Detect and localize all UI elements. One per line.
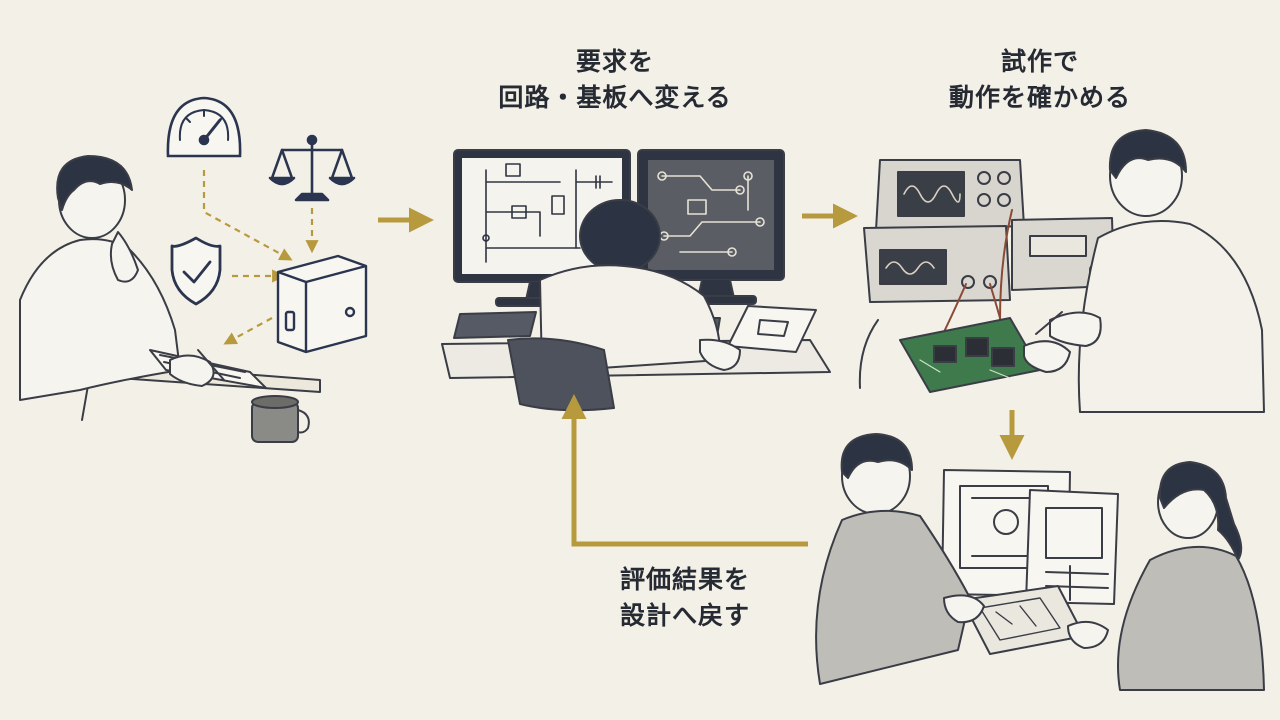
prototype-scene — [858, 129, 1265, 413]
requirement-connectors — [202, 170, 319, 345]
device-box-icon — [276, 254, 368, 354]
prototype-caption-line-1: 試作で — [1000, 47, 1079, 76]
prototype-step-caption: 試作で 動作を確かめる — [930, 44, 1150, 116]
design-scene — [441, 149, 831, 412]
feedback-loop-arrow — [561, 394, 808, 547]
design-step-caption: 要求を 回路・基板へ変える — [470, 44, 760, 116]
gauge-icon — [166, 96, 242, 158]
review-scene — [815, 433, 1265, 691]
pcb-layout-drawing — [657, 171, 765, 257]
schematic-drawing — [482, 163, 613, 263]
requirements-scene — [19, 155, 321, 443]
schematic-drawing-sheet — [1025, 489, 1119, 605]
design-caption-line-1: 要求を — [575, 47, 654, 76]
feedback-caption-line-2: 設計へ戻す — [619, 601, 750, 630]
design-caption-line-2: 回路・基板へ変える — [498, 83, 732, 112]
feedback-caption-line-1: 評価結果を — [619, 565, 750, 594]
prototype-caption-line-2: 動作を確かめる — [948, 83, 1131, 112]
feedback-step-caption: 評価結果を 設計へ戻す — [600, 562, 770, 634]
balance-scale-icon — [268, 134, 356, 202]
shield-check-icon — [170, 236, 222, 306]
